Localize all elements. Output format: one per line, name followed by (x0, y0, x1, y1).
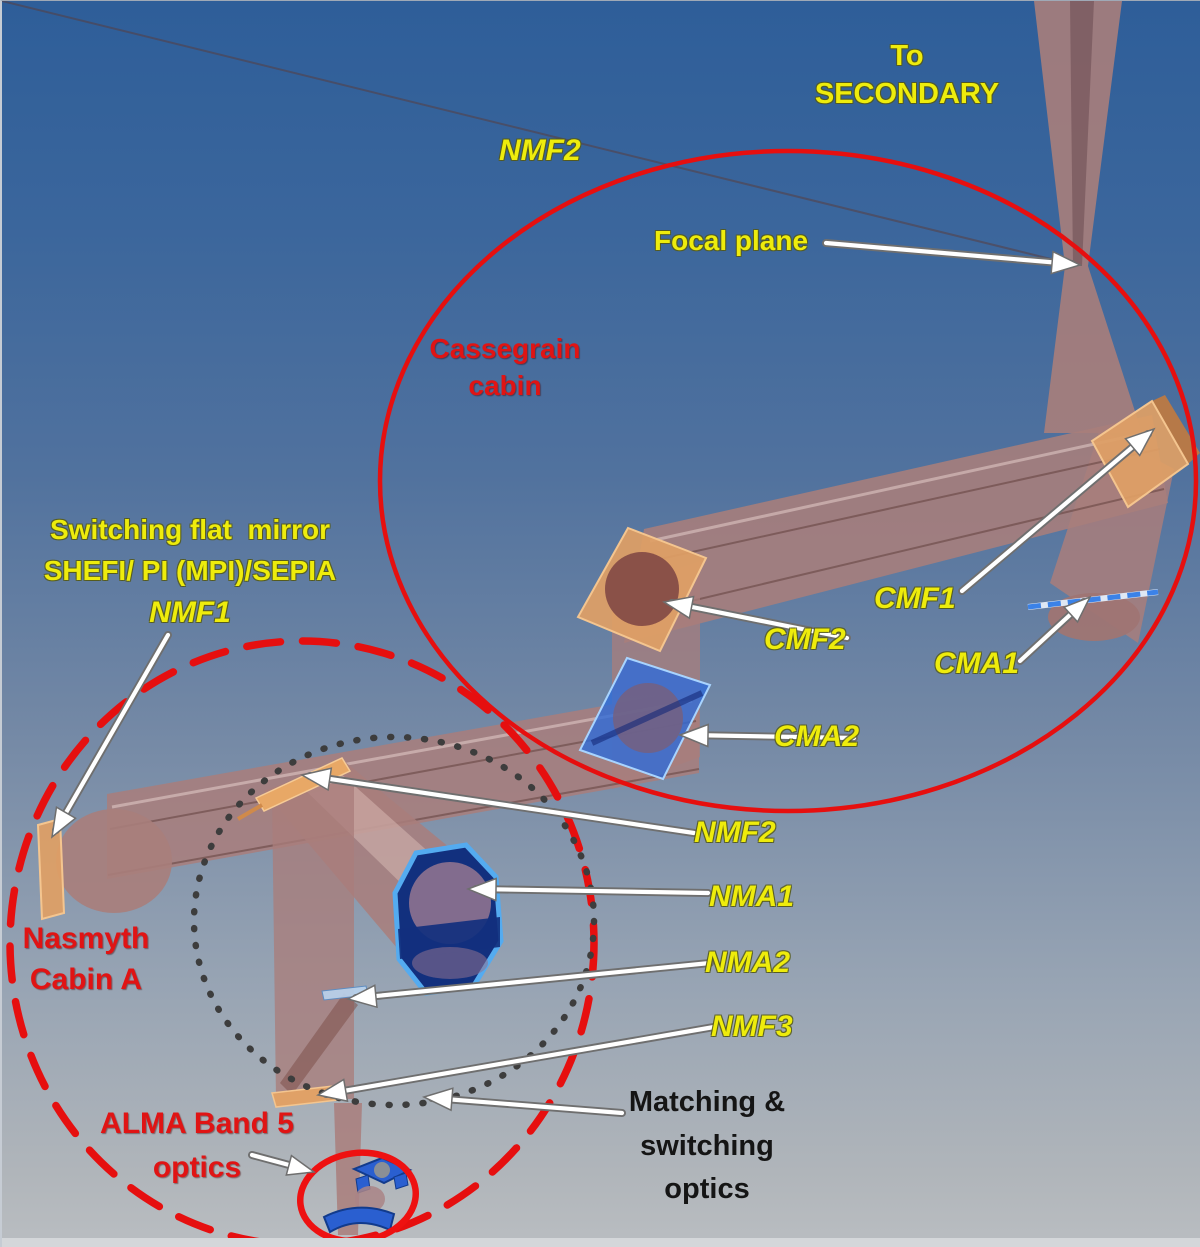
label-nasmyth-line2: Cabin A (29, 962, 143, 996)
label-to-secondary: To SECONDARY (772, 37, 1042, 114)
label-alma-line2: optics (152, 1150, 242, 1184)
cassegrain-cabin-outline (377, 148, 1199, 814)
label-cassegrain-cabin: Cassegrain cabin (400, 331, 610, 405)
label-matching-line2: switching (640, 1129, 774, 1162)
arrow-nmf2 (299, 767, 698, 837)
beam-nasmyth-tube (56, 689, 700, 913)
label-cmf2: CMF2 (764, 623, 846, 656)
mirror-cma1 (1027, 589, 1159, 610)
bottom-border-strip (2, 1238, 1200, 1247)
label-matching-line1: Matching & (628, 1086, 786, 1118)
label-nmf3: NMF3 (711, 1010, 793, 1043)
beam-cassegrain-tube (624, 415, 1168, 643)
label-focal-plane: Focal plane (654, 225, 809, 256)
mirror-nma1 (392, 842, 504, 996)
label-switching-line2: SHEFI/ PI (MPI)/SEPIA (43, 554, 337, 586)
matching-switching-outline (190, 733, 598, 1109)
label-nmf2-right: NMF2 (694, 816, 776, 849)
label-alma-line1: ALMA Band 5 (100, 1107, 294, 1140)
arrow-nma2 (345, 959, 714, 1009)
arrow-nmf1 (50, 631, 172, 839)
arrow-cma2 (677, 723, 858, 748)
label-switching-line1: Switching flat mirror (49, 514, 331, 545)
label-cassegrain-line1: Cassegrain (429, 333, 581, 364)
arrow-matching-optics (421, 1087, 626, 1117)
label-matching-line3: optics (664, 1173, 750, 1205)
arrow-cmf1 (958, 427, 1156, 595)
mirror-cma2 (578, 656, 712, 781)
arrow-cma1 (1016, 595, 1092, 665)
label-cmf1: CMF1 (874, 582, 956, 615)
label-nmf2-top: NMF2 (499, 134, 581, 167)
arrow-cmf2 (661, 595, 851, 642)
arrow-focal-plane (822, 239, 1083, 275)
label-cma1: CMA1 (934, 647, 1020, 680)
label-switching-mirror: Switching flat mirror SHEFI/ PI (MPI)/SE… (8, 510, 372, 635)
mirror-nmf1 (36, 817, 66, 921)
arrow-nmf3 (315, 1023, 718, 1103)
label-nasmyth-line1: Nasmyth (22, 922, 150, 955)
arrow-alma (248, 1151, 317, 1176)
beam-nmf3-alma (334, 1103, 362, 1235)
beam-to-secondary (2, 1, 1142, 433)
label-nma1: NMA1 (709, 880, 795, 913)
beam-vertical-column (272, 779, 358, 1099)
label-cma2: CMA2 (774, 720, 860, 753)
label-to-secondary-line1: To (890, 40, 924, 72)
label-nmf1: NMF1 (149, 596, 231, 630)
label-alma-band5: ALMA Band 5 optics (72, 1102, 322, 1189)
label-nasmyth-cabin: Nasmyth Cabin A (2, 919, 175, 1000)
label-matching-optics: Matching & switching optics (602, 1081, 812, 1212)
alma-band5-optics (322, 1156, 413, 1234)
label-nma2: NMA2 (705, 946, 791, 979)
label-cassegrain-line2: cabin (468, 369, 542, 401)
beam-nmf1-endcap (56, 809, 172, 913)
label-to-secondary-line2: SECONDARY (814, 78, 1000, 111)
mirror-cmf2 (576, 526, 708, 653)
arrow-nma1 (465, 877, 712, 902)
